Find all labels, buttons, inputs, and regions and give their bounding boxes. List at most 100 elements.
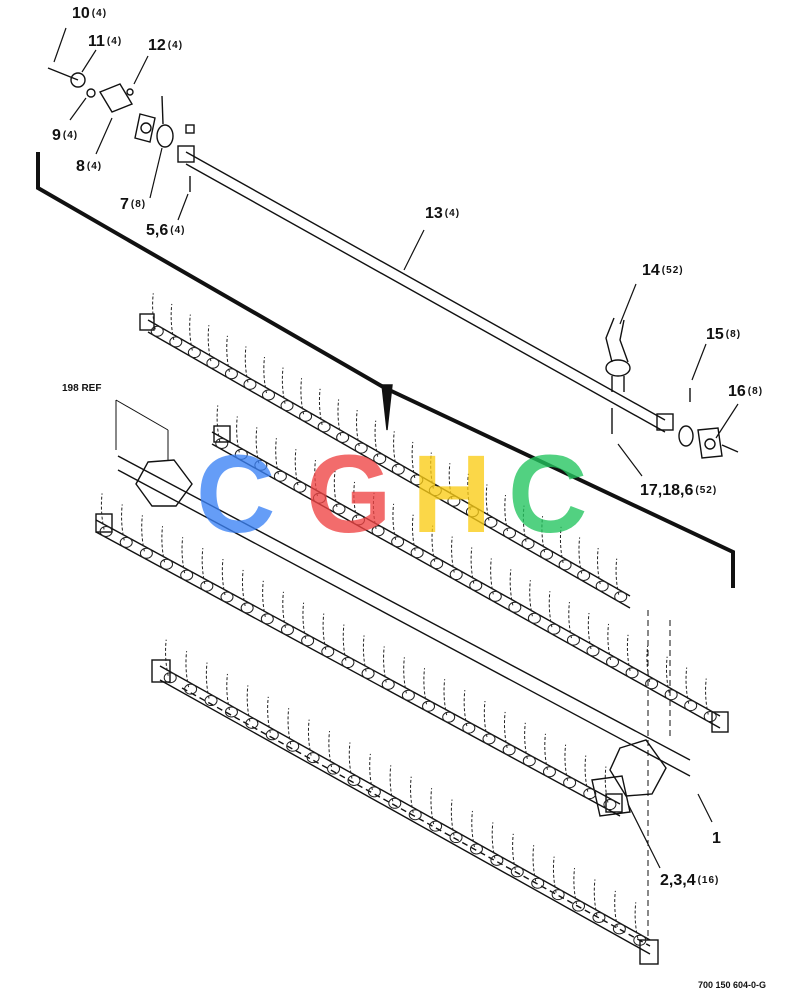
tine-spring-coil	[139, 547, 153, 559]
tine-bar-assembly-bottom	[151, 659, 659, 965]
tine-spring-coil	[243, 378, 257, 390]
tine-spring-coil	[428, 485, 442, 497]
part-number: 700 150 604-0-G	[697, 980, 766, 990]
tine-spring-coil	[187, 347, 201, 359]
watermark-letter-h: H	[412, 433, 492, 556]
tine-spring-coil	[462, 722, 476, 734]
tine-spring-coil	[542, 766, 556, 778]
tine-spring-coil	[224, 706, 238, 718]
tine-spring-coil	[484, 516, 498, 528]
tine-spring-coil	[286, 740, 300, 752]
tine-spring-coil	[180, 569, 194, 581]
tine-spring-coil	[373, 453, 387, 465]
tine-spring-coil	[522, 755, 536, 767]
callout-15: 15(8)	[706, 326, 742, 343]
tine-spring-coil	[408, 809, 422, 821]
tine-spring-coil	[633, 934, 647, 946]
tine-spring-coil	[361, 667, 375, 679]
tine-spring-coil	[521, 538, 535, 550]
tine-spring-coil	[502, 744, 516, 756]
bearing-hardware-left	[47, 67, 195, 192]
tine-spring-coil	[566, 634, 580, 646]
tine-spring-coil	[614, 591, 628, 603]
tine-spring-coil	[583, 788, 597, 800]
tine-spring-coil	[510, 866, 524, 878]
tine-spring-coil	[215, 437, 229, 449]
tine-spring-coil	[371, 525, 385, 537]
tine-spring-coil	[488, 590, 502, 602]
tine-spring-coil	[469, 579, 483, 591]
callout-16: 16(8)	[728, 383, 764, 400]
callout-13: 13(4)	[425, 205, 461, 222]
tine-spring-coil	[327, 763, 341, 775]
tine-bar-13	[177, 145, 674, 433]
tines-group	[99, 293, 717, 946]
tine-spring-coil	[254, 459, 268, 471]
tine-spring-coil	[206, 357, 220, 369]
tine-spring-coil	[381, 678, 395, 690]
tine-spring-coil	[301, 635, 315, 647]
tine-spring-coil	[293, 481, 307, 493]
tine-spring-coil	[612, 923, 626, 935]
callout-17-18-6: 17,18,6(52)	[640, 482, 718, 499]
tine-spring-coil	[99, 525, 113, 537]
tine-spring-coil	[299, 410, 313, 422]
tine-spring-coil	[224, 368, 238, 380]
tine-spring-coil	[606, 656, 620, 668]
tine-spring-coil	[577, 569, 591, 581]
callout-2-3-4: 2,3,4(16)	[660, 872, 720, 889]
tine-spring-coil	[280, 400, 294, 412]
tine-spring-coil	[449, 832, 463, 844]
tine-spring-coil	[150, 325, 164, 337]
tine-spring-coil	[163, 672, 177, 684]
tine-spring-14	[605, 317, 631, 434]
tine-spring-coil	[321, 646, 335, 658]
tine-spring-coil	[422, 700, 436, 712]
tine-spring-coil	[684, 700, 698, 712]
tine-spring-coil	[401, 689, 415, 701]
callout-1: 1	[712, 830, 721, 847]
tine-spring-coil	[391, 536, 405, 548]
callout-14: 14(52)	[642, 262, 684, 279]
tine-spring-coil	[119, 536, 133, 548]
tine-spring-coil	[503, 527, 516, 539]
tine-spring-coil	[262, 389, 275, 401]
tine-spring-coil	[336, 431, 350, 443]
tine-spring-coil	[447, 495, 461, 507]
callout-12: 12(4)	[148, 37, 184, 54]
callout-5-6: 5,6(4)	[146, 222, 186, 239]
tine-spring-coil	[204, 695, 218, 707]
tine-spring-coil	[703, 711, 717, 723]
tine-spring-coil	[645, 678, 659, 690]
tine-spring-coil	[410, 474, 424, 486]
tine-spring-coil	[265, 729, 279, 741]
tine-spring-coil	[352, 514, 366, 526]
tine-spring-coil	[586, 645, 600, 657]
tine-spring-coil	[260, 613, 274, 625]
callout-11: 11(4)	[88, 33, 123, 50]
tine-spring-coil	[625, 667, 639, 679]
tine-spring-coil	[317, 421, 331, 433]
tine-spring-coil	[306, 752, 320, 764]
tine-spring-coil	[563, 777, 577, 789]
tine-spring-coil	[280, 624, 294, 636]
callout-7: 7(8)	[120, 196, 147, 213]
tine-spring-coil	[240, 602, 254, 614]
tine-spring-coil	[347, 774, 361, 786]
watermark-letter-c1: C	[196, 433, 276, 556]
tine-spring-coil	[410, 547, 424, 559]
tine-spring-coil	[527, 612, 541, 624]
tine-spring-coil	[508, 601, 522, 613]
tine-spring-coil	[592, 911, 606, 923]
tine-spring-coil	[482, 733, 496, 745]
leader-lines	[53, 27, 739, 869]
tine-spring-coil	[388, 797, 402, 809]
tine-spring-coil	[391, 463, 405, 475]
bracket-pointer	[381, 384, 393, 431]
reel-shaft-1	[117, 455, 691, 817]
tine-spring-coil	[664, 689, 678, 701]
tine-spring-coil	[341, 657, 355, 669]
callout-10: 10(4)	[72, 5, 108, 22]
callout-9: 9(4)	[52, 127, 79, 144]
